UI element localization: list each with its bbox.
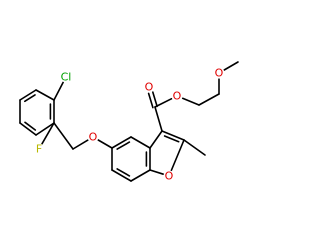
atom-background-o-carbonyl	[143, 81, 155, 93]
bond-r5-f	[41, 122, 55, 145]
bond-r3-r4-inner	[24, 121, 37, 131]
bond-o-methoxy-me2	[223, 61, 239, 71]
atom-label-o-carbonyl: O	[145, 81, 154, 94]
atom-label-o-ester: O	[173, 90, 182, 103]
bond-b5-b6-inner	[116, 168, 131, 177]
bond-b3-c3	[149, 130, 163, 149]
bond-r4-r5	[35, 122, 55, 136]
bond-c2-o-furan	[170, 139, 185, 172]
atom-background-o-ether	[87, 131, 99, 143]
atom-label-o-furan: O	[165, 170, 174, 183]
bond-b1-b2	[111, 136, 132, 149]
bonds-layer	[19, 61, 239, 182]
bond-r3-r4	[19, 122, 37, 136]
atom-label-cl: Cl	[61, 71, 72, 84]
atom-label-o-ether: O	[89, 131, 98, 144]
bond-c3-c2-inner	[163, 135, 180, 143]
bond-b4-b5	[130, 169, 151, 182]
bond-c2-me	[183, 139, 206, 156]
atom-background-f	[33, 143, 45, 155]
bond-b2-b3	[130, 136, 151, 149]
bond-c3-c2	[161, 130, 185, 141]
bond-o-furan-b4	[149, 169, 165, 175]
bond-r1-r2	[19, 89, 37, 101]
bond-ccarb-o-carbonyl-second	[147, 92, 154, 109]
atom-label-f: F	[36, 143, 42, 156]
bond-ccarb-o-carbonyl	[152, 91, 158, 108]
bond-b1-b2-inner	[116, 141, 131, 150]
bond-r1-r2-inner	[23, 94, 36, 103]
bond-r5-ch2	[53, 122, 74, 150]
atom-label-o-methoxy: O	[215, 67, 224, 80]
bond-o-ester-e1	[181, 97, 200, 106]
bond-ch2-o-ether	[72, 139, 89, 150]
atom-background-o-ester	[171, 90, 183, 102]
atom-background-cl	[60, 71, 72, 83]
molecule-drawing: ClF O O O O O	[19, 61, 239, 183]
bond-r6-cl	[53, 81, 65, 101]
atom-labels-layer: ClF O O O O O	[33, 67, 225, 183]
bond-o-ether-b1	[97, 139, 113, 149]
atom-background-o-methoxy	[213, 67, 225, 79]
bond-r6-r1	[35, 89, 55, 101]
bond-e1-e2	[198, 93, 220, 106]
bond-ccarb-o-ester	[154, 97, 173, 108]
bond-c3-ccarb	[154, 106, 163, 132]
bond-b5-b6	[111, 169, 132, 182]
atom-background-o-furan	[163, 170, 175, 182]
